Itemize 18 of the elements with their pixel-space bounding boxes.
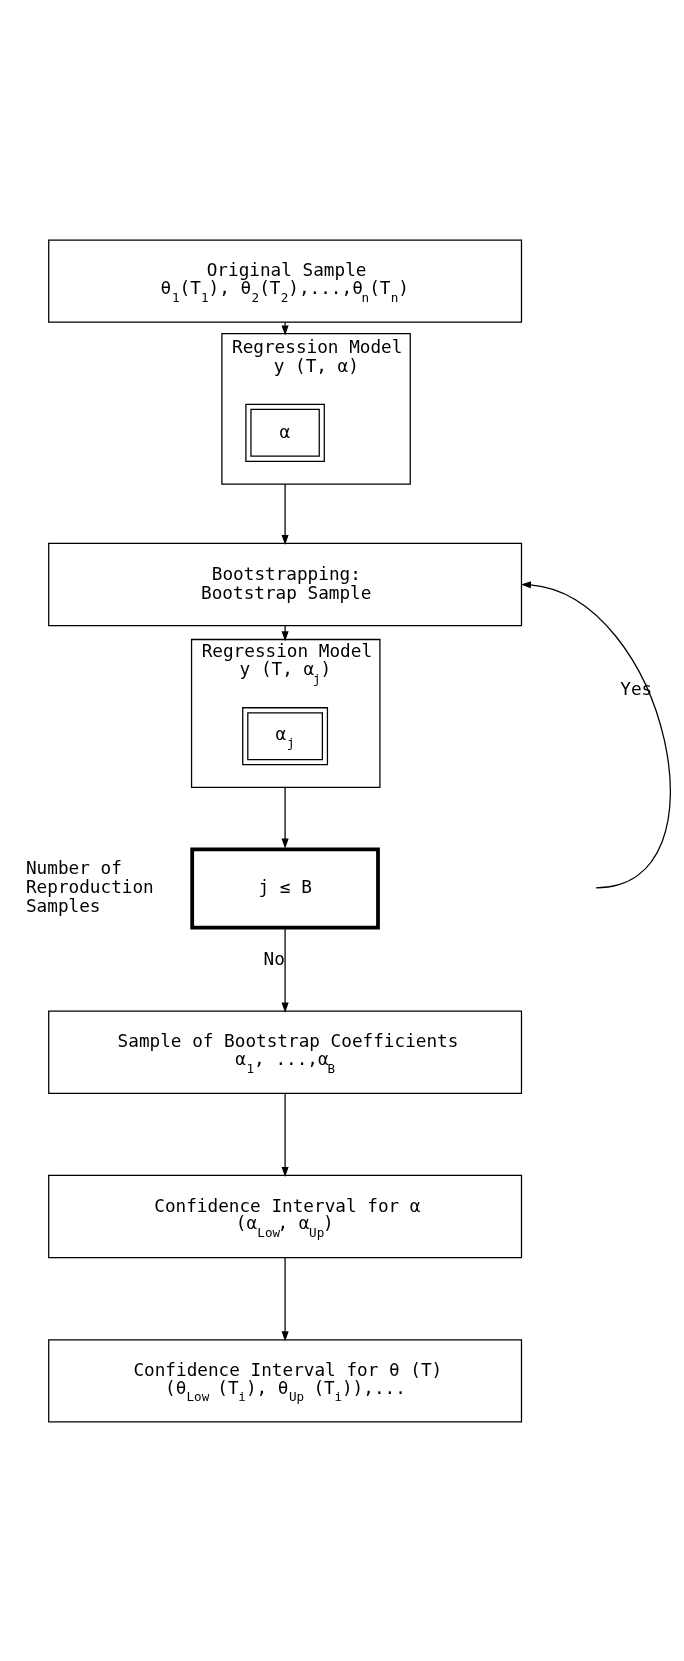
node-box: Confidence Interval for α (α$_{Low}$, α$_{Up}$) [48,1174,523,1258]
node-box: α [245,403,325,462]
node-box: Bootstrapping: Bootstrap Sample [48,542,523,626]
arrow [281,786,289,849]
arrow [281,482,289,545]
node-box: α$_{j}$ [242,706,329,765]
node-box: Confidence Interval for θ (T) (θ$_{Low}$ (T$_{i}$), θ$_{Up}$ (T$_{i}$)),... [48,1338,523,1423]
arrow [281,1256,289,1341]
arrow [281,927,289,1013]
arrow [281,1092,289,1177]
arrow [281,624,289,641]
node-label: Number of Reproduction Samples [25,857,154,916]
edge-label: No [263,948,285,969]
arrow [520,580,671,888]
arrow [281,321,289,335]
node-box: Original Sample θ$_{1}$(T$_{1}$), θ$_{2}$(T$_{2}$),...,θ$_{n}$(T$_{n}$) [48,238,523,323]
node-box: Sample of Bootstrap Coefficients α$_{1}$, ...,α$_{B}$ [48,1010,523,1094]
node-box: j ≤ B [190,846,380,930]
